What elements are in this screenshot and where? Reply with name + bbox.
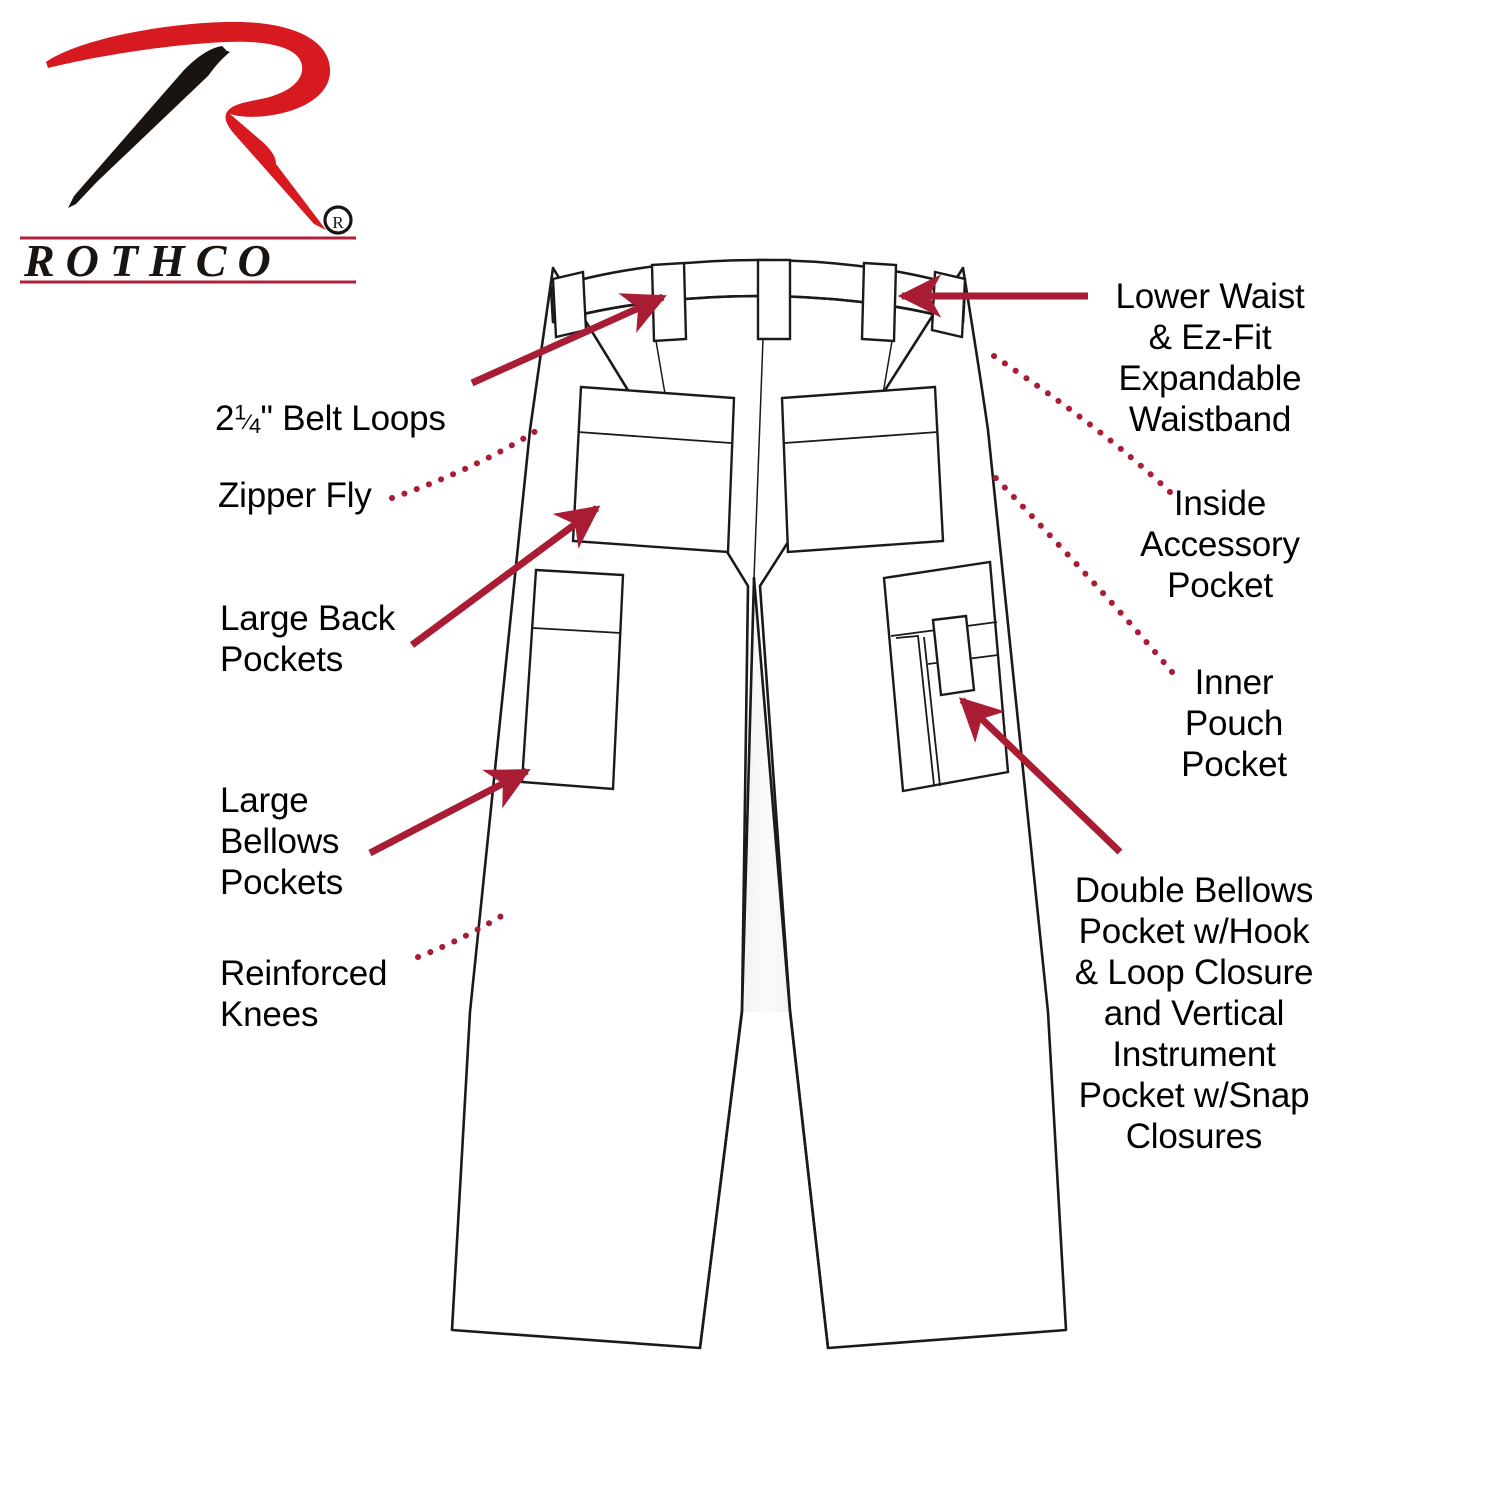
left-bellows-pocket [520, 568, 625, 791]
rothco-logo-mark: R ROTHCO [20, 21, 356, 286]
belt-loop-5 [930, 270, 967, 339]
back-pocket-right [780, 385, 945, 554]
back-pocket-left-flap-seam [577, 431, 732, 444]
callout-belt-loops-fraction: 1⁄4 [234, 399, 261, 438]
fraction-numerator: 1 [234, 399, 246, 425]
fraction-denominator: 4 [248, 412, 261, 438]
callout-reinforced-knees: Reinforced Knees [220, 954, 388, 1034]
callout-inner-pouch-pocket: Inner Pouch Pocket [1181, 663, 1287, 784]
logo-red-swoosh [46, 21, 331, 230]
leader-large-back-pockets-arrow [409, 505, 601, 648]
callout-zipper-fly: Zipper Fly [218, 476, 372, 515]
back-pocket-right-flap-seam [784, 431, 939, 444]
belt-loop-3 [756, 258, 792, 341]
pants-outline [450, 258, 1068, 1350]
callout-double-bellows-pocket: Double Bellows Pocket w/Hook & Loop Clos… [1074, 871, 1314, 1156]
pants-crotch-gap [744, 578, 790, 1012]
left-bellows-pocket-body [520, 568, 625, 791]
belt-loops [551, 258, 967, 343]
callout-belt-loops: 21⁄4" Belt Loops [215, 357, 475, 443]
callout-lower-waist: Lower Waist & Ez-Fit Expandable Waistban… [1115, 277, 1305, 439]
left-bellows-pocket-flap-seam [532, 627, 622, 634]
right-bellows-pocket-inner-seam [895, 635, 935, 786]
belt-loop-4 [860, 261, 898, 343]
registered-trademark-icon: R [323, 205, 353, 235]
logo-wordmark: ROTHCO [23, 235, 282, 286]
rothco-logo: R ROTHCO [8, 10, 428, 300]
leader-zipper-fly-dotted [389, 422, 548, 501]
pants-crotch-left-seam [698, 576, 756, 1350]
leader-belt-loops-arrow [470, 293, 667, 387]
leader-reinforced-knees-dotted [415, 909, 511, 960]
right-double-bellows-pocket [882, 560, 1010, 793]
seam-left [655, 340, 667, 399]
svg-text:R: R [332, 213, 344, 232]
pants-crotch-right-seam [752, 576, 830, 1350]
callout-belt-loops-prefix: 2 [215, 399, 235, 438]
logo-black-stroke-body [68, 46, 226, 208]
back-pocket-left [571, 385, 736, 554]
seam-center [753, 338, 764, 579]
callout-belt-loops-suffix: " Belt Loops [260, 399, 446, 438]
callout-inside-accessory-pocket: Inside Accessory Pocket [1140, 484, 1300, 605]
right-bellows-pocket-divider [923, 636, 941, 787]
vertical-instrument-pocket [931, 614, 976, 697]
belt-loop-1 [551, 270, 588, 339]
leader-large-bellows-pockets-arrow [368, 767, 531, 857]
leader-double-bellows-pocket-arrow [958, 697, 1123, 855]
leader-inner-pouch-pocket-dotted [987, 469, 1175, 675]
callout-large-bellows-pockets: Large Bellows Pockets [220, 781, 344, 902]
leader-inside-accessory-pocket-dotted [982, 347, 1173, 495]
back-pockets [571, 385, 945, 554]
callout-large-back-pockets: Large Back Pockets [220, 599, 396, 679]
